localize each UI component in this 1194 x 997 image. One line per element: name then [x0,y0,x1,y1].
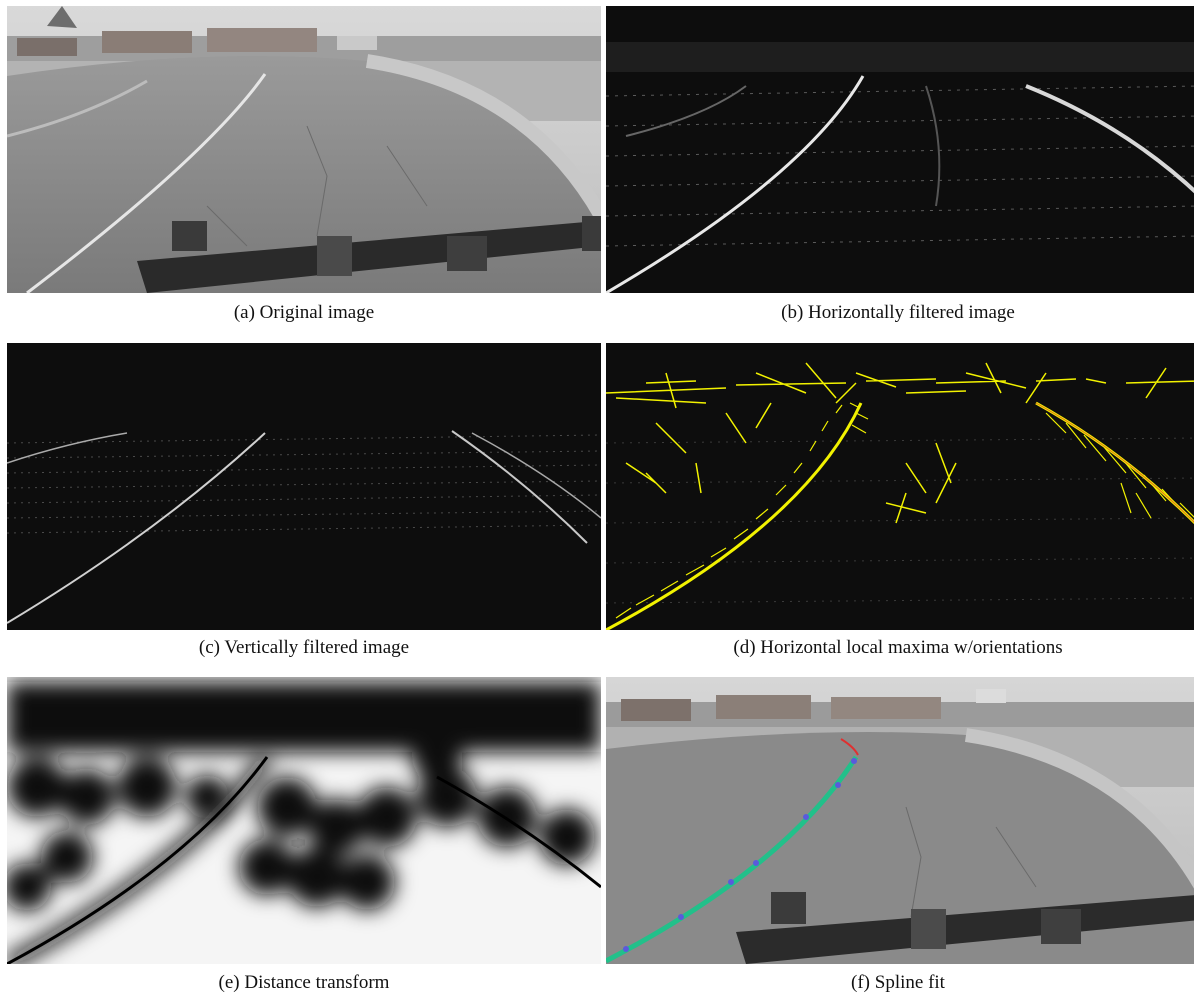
vertically-filtered-panel [7,343,601,630]
original-image-panel [7,6,601,293]
caption-b: (b) Horizontally filtered image [781,302,1015,323]
spline-fit-image [606,677,1194,964]
distance-transform-image [7,677,601,964]
spline-control-points [623,758,857,952]
horizontally-filtered-panel [606,6,1194,293]
spline-fit-panel [606,677,1194,964]
caption-f: (f) Spline fit [851,972,945,993]
distance-transform-panel [7,677,601,964]
original-road-image [7,6,601,293]
vertically-filtered-image [7,343,601,630]
local-maxima-image [606,343,1194,630]
local-maxima-panel [606,343,1194,630]
horizontally-filtered-image [606,6,1194,293]
caption-e: (e) Distance transform [218,972,390,993]
caption-d: (d) Horizontal local maxima w/orientatio… [733,637,1063,658]
caption-c: (c) Vertically filtered image [198,637,410,658]
caption-a: (a) Original image [233,302,375,323]
